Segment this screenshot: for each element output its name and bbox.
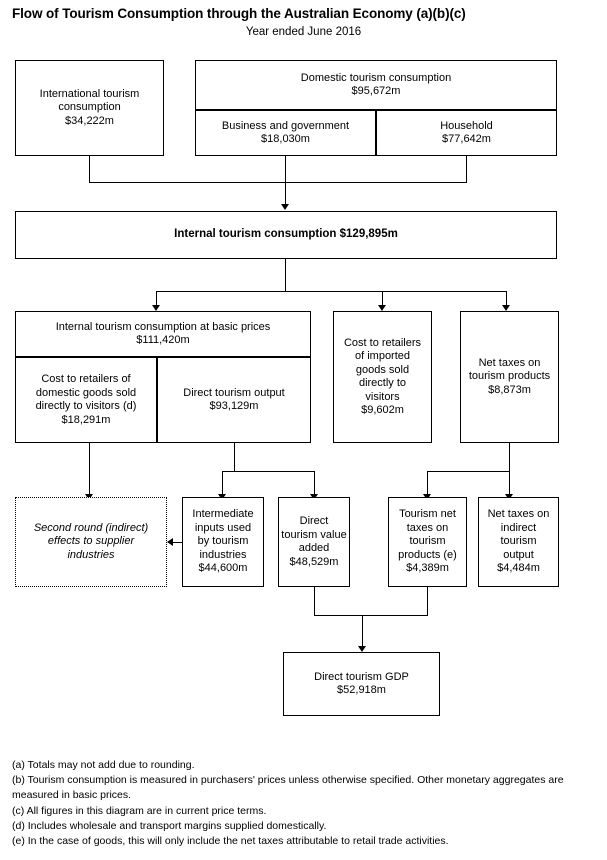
node-household: Household $77,642m (376, 110, 557, 156)
node-direct-tourism-output: Direct tourism output $93,129m (157, 357, 311, 443)
node-label: Internal tourism consumption $129,895m (174, 228, 398, 241)
connector-output-down (234, 443, 235, 471)
connector-bus-row2 (156, 291, 506, 292)
node-cost-retailers-domestic-goods: Cost to retailers of domestic goods sold… (15, 357, 157, 443)
connector-to-intermediate-inputs (222, 471, 223, 496)
node-label: Net taxes on indirect tourism output $4,… (487, 508, 550, 575)
connector-bus-output (222, 471, 314, 472)
connector-to-imported-goods (382, 291, 383, 307)
connector-bus-to-internal (285, 156, 286, 206)
connector-bus-to-gdp (362, 615, 363, 648)
node-label: Domestic tourism consumption $95,672m (300, 71, 452, 98)
node-label: Second round (indirect) effects to suppl… (33, 521, 149, 561)
connector-to-net-taxes-indirect (509, 471, 510, 496)
connector-bus-row1 (89, 182, 467, 183)
node-label: Direct tourism GDP $52,918m (314, 670, 409, 697)
footnote-e: (e) In the case of goods, this will only… (12, 835, 449, 848)
connector-intermediate-to-second-round (173, 542, 182, 543)
node-label: Internal tourism consumption at basic pr… (55, 320, 271, 347)
page-subtitle: Year ended June 2016 (245, 26, 362, 38)
node-label: Business and government $18,030m (221, 119, 350, 146)
node-business-and-government: Business and government $18,030m (195, 110, 376, 156)
connector-household-down (466, 156, 467, 182)
connector-internal-down (285, 259, 286, 291)
arrowhead-to-imported-goods (378, 305, 386, 311)
connector-net-taxes-down (509, 443, 510, 471)
arrowhead-to-direct-gdp (358, 646, 366, 652)
connector-domestic-to-second-round (89, 443, 90, 496)
node-label: Tourism net taxes on tourism products (e… (398, 508, 457, 575)
connector-tourism-net-taxes-down (427, 587, 428, 615)
node-label: Household $77,642m (440, 119, 493, 146)
node-internal-consumption-basic-prices: Internal tourism consumption at basic pr… (15, 311, 311, 357)
node-second-round-effects: Second round (indirect) effects to suppl… (15, 497, 167, 587)
connector-to-net-taxes-products (506, 291, 507, 307)
page-title: Flow of Tourism Consumption through the … (12, 6, 466, 21)
node-label: Net taxes on tourism products $8,873m (468, 356, 551, 396)
node-label: Direct tourism output $93,129m (183, 386, 285, 413)
connector-international-down (89, 156, 90, 182)
connector-bus-gdp (314, 615, 428, 616)
footnote-b: (b) Tourism consumption is measured in p… (12, 774, 564, 802)
node-direct-tourism-gdp: Direct tourism GDP $52,918m (283, 652, 440, 716)
arrowhead-to-internal-consumption (281, 204, 289, 210)
connector-to-basic-prices (156, 291, 157, 307)
arrowhead-to-basic-prices (152, 305, 160, 311)
node-net-taxes-indirect-output: Net taxes on indirect tourism output $4,… (478, 497, 559, 587)
footnote-d: (d) Includes wholesale and transport mar… (12, 819, 327, 832)
connector-to-value-added (314, 471, 315, 496)
footnote-c: (c) All figures in this diagram are in c… (12, 804, 267, 817)
node-label: Cost to retailers of domestic goods sold… (35, 373, 137, 426)
node-label: Cost to retailers of imported goods sold… (343, 336, 422, 417)
node-intermediate-inputs: Intermediate inputs used by tourism indu… (182, 497, 264, 587)
node-direct-tourism-value-added: Direct tourism value added $48,529m (278, 497, 350, 587)
arrowhead-to-net-taxes-products (502, 305, 510, 311)
footnotes: (a) Totals may not add due to rounding. … (12, 758, 600, 849)
node-label: Intermediate inputs used by tourism indu… (192, 508, 254, 575)
arrowhead-to-second-round-left (167, 538, 173, 546)
node-tourism-net-taxes-products: Tourism net taxes on tourism products (e… (388, 497, 467, 587)
footnote-a: (a) Totals may not add due to rounding. (12, 759, 195, 771)
connector-bus-net-taxes (427, 471, 510, 472)
node-cost-retailers-imported-goods: Cost to retailers of imported goods sold… (333, 311, 432, 443)
node-domestic-tourism-consumption: Domestic tourism consumption $95,672m (195, 60, 557, 110)
connector-to-tourism-net-taxes (427, 471, 428, 496)
node-label: International tourism consumption $34,22… (39, 87, 140, 127)
node-internal-tourism-consumption: Internal tourism consumption $129,895m (15, 211, 557, 259)
node-label: Direct tourism value added $48,529m (281, 515, 347, 568)
node-net-taxes-tourism-products: Net taxes on tourism products $8,873m (460, 311, 559, 443)
node-international-tourism-consumption: International tourism consumption $34,22… (15, 60, 164, 156)
connector-value-added-down (314, 587, 315, 615)
